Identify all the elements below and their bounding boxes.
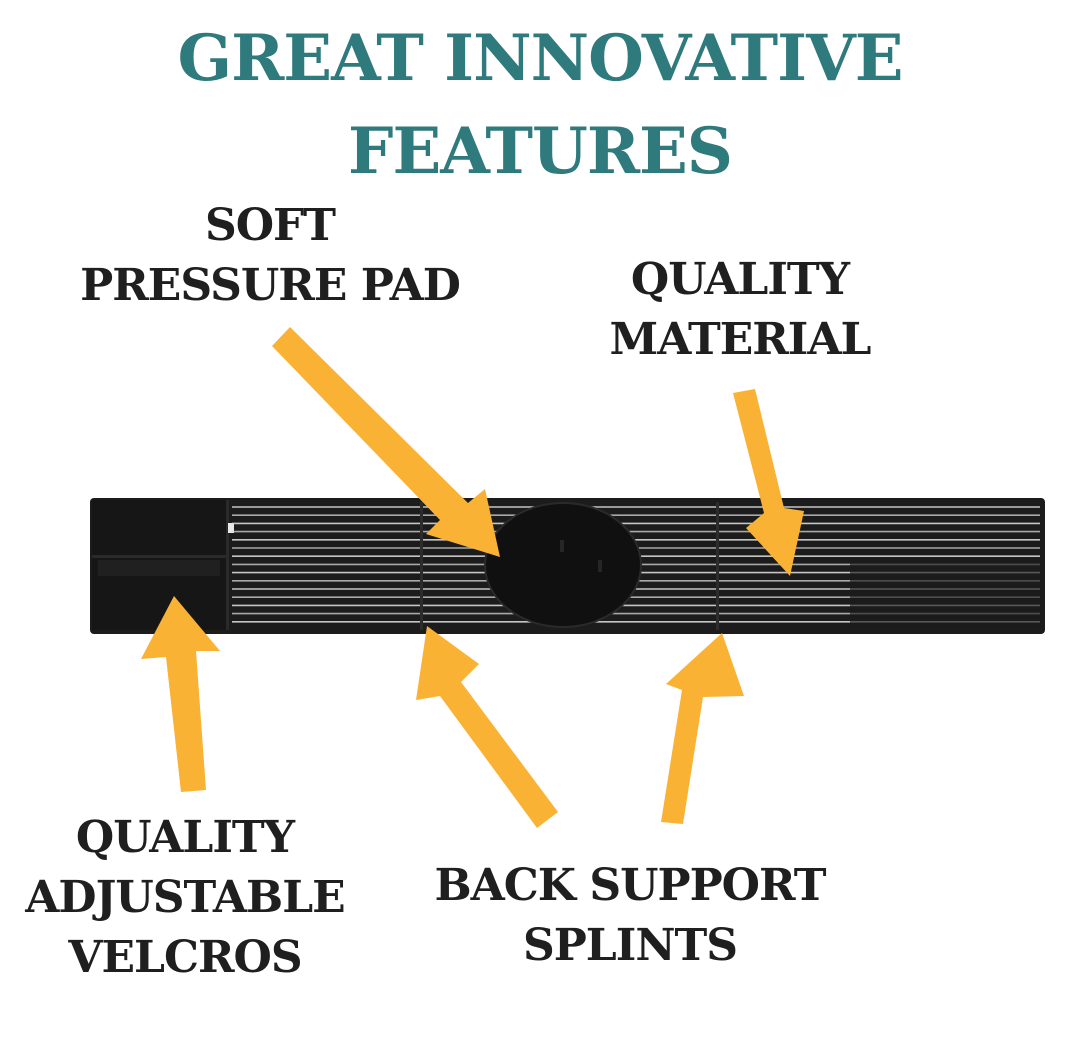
callout-pressure-pad-line-2: PRESSURE PAD <box>80 260 461 311</box>
callout-pressure-pad: SOFT PRESSURE PAD <box>60 196 480 316</box>
arrow-material <box>733 389 804 576</box>
callout-splints-line-1: BACK SUPPORT <box>434 860 826 911</box>
callout-material-line-1: QUALITY <box>630 254 850 305</box>
splint-seam-right <box>716 502 719 630</box>
arrow-pressure-pad <box>272 327 500 557</box>
callout-velcros-line-3: VELCROS <box>68 932 302 983</box>
callout-velcros: QUALITY ADJUSTABLE VELCROS <box>10 808 360 988</box>
arrow-splint-right <box>661 633 744 824</box>
callout-material: QUALITY MATERIAL <box>590 250 890 370</box>
arrow-velcros <box>141 596 220 792</box>
splint-seam-left <box>420 502 423 630</box>
callout-pressure-pad-line-1: SOFT <box>204 200 336 251</box>
callout-velcros-line-1: QUALITY <box>75 812 295 863</box>
callout-material-line-2: MATERIAL <box>609 314 872 365</box>
page-title-line-1: GREAT INNOVATIVE <box>177 21 903 96</box>
back-support-belt <box>90 498 1045 634</box>
callout-splints-line-2: SPLINTS <box>522 920 738 971</box>
page-title-line-2: FEATURES <box>348 114 733 189</box>
callout-velcros-line-2: ADJUSTABLE <box>25 872 345 923</box>
callout-splints: BACK SUPPORT SPLINTS <box>420 856 840 976</box>
arrow-splint-left <box>416 626 558 828</box>
callout-arrows <box>141 327 804 828</box>
pressure-pad <box>484 502 642 628</box>
belt-end-panel <box>850 560 1042 628</box>
